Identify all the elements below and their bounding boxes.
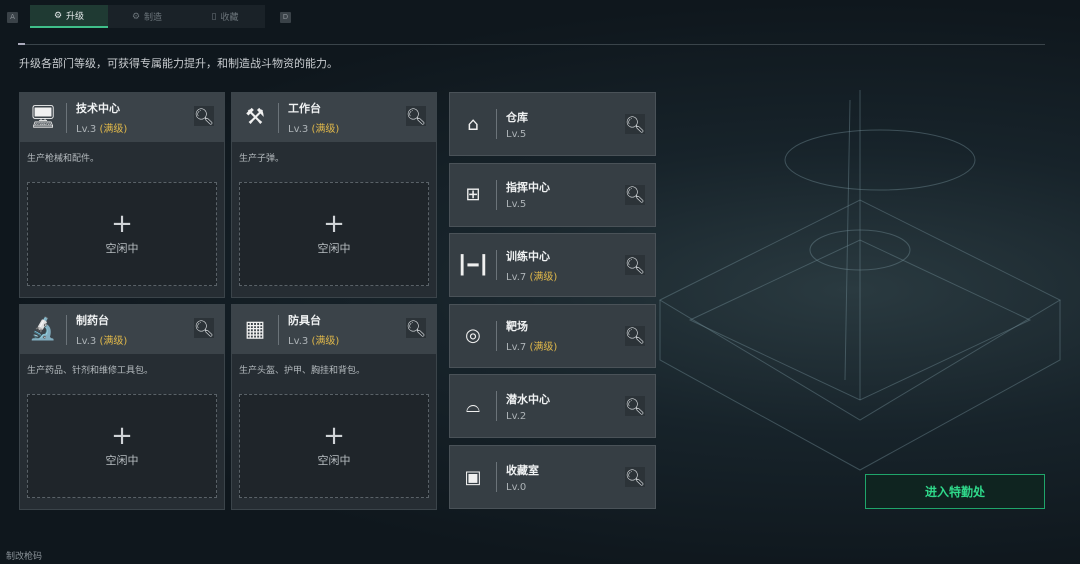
max-level-badge: (满级) — [311, 336, 340, 347]
trophy-case-icon: ▣ — [464, 466, 482, 488]
search-icon[interactable]: 🔍︎ — [624, 184, 646, 205]
facility-level: Lv.7 — [506, 271, 527, 283]
tab-bar: ⚙升级 ⚙制造 ▯收藏 — [30, 5, 265, 28]
facility-name: 指挥中心 — [506, 181, 550, 195]
microscope-icon: 🔬 — [29, 317, 57, 342]
search-icon[interactable]: 🔍︎ — [193, 318, 215, 338]
page-description: 升级各部门等级，可获得专属能力提升，和制造战斗物资的能力。 — [19, 57, 338, 70]
plus-icon: + — [323, 209, 345, 239]
separator — [278, 102, 279, 133]
facility-card[interactable]: ┃━┃ 训练中心 Lv.7 (满级) 🔍︎ — [449, 233, 656, 298]
enter-special-ops-button[interactable]: 进入特勤处 — [865, 474, 1045, 509]
facility-name: 仓库 — [506, 110, 528, 124]
gears-icon: ⚙ — [131, 11, 141, 22]
workshop-card[interactable]: 🖥 技术中心 Lv.3 (满级) 🔍︎ 生产枪械和配件。 + 空闲中 — [19, 92, 225, 298]
key-hint-a: A — [7, 12, 18, 23]
slot-status: 空闲中 — [317, 454, 351, 467]
plus-icon: + — [111, 421, 133, 451]
separator — [496, 462, 497, 492]
search-icon[interactable]: 🔍︎ — [405, 106, 427, 126]
warehouse-icon: ⌂ — [467, 113, 479, 135]
max-level-badge: (满级) — [99, 124, 128, 135]
facility-level: Lv.5 — [506, 128, 527, 140]
workshop-description: 生产子弹。 — [239, 154, 285, 164]
workshop-card[interactable]: 🔬 制药台 Lv.3 (满级) 🔍︎ 生产药品、针剂和维修工具包。 + 空闲中 — [19, 304, 225, 510]
workshop-level: Lv.3 — [288, 336, 309, 347]
dumbbell-icon: ┃━┃ — [456, 254, 490, 276]
search-icon[interactable]: 🔍︎ — [624, 255, 646, 276]
facility-name: 训练中心 — [506, 249, 550, 263]
gear-icon: ⚙ — [53, 10, 63, 21]
workshop-level: Lv.3 — [288, 124, 309, 135]
workshop-description: 生产头盔、护甲、胸挂和背包。 — [239, 366, 366, 376]
facility-card[interactable]: ◎ 靶场 Lv.7 (满级) 🔍︎ — [449, 303, 656, 368]
idle-production-slot[interactable]: + 空闲中 — [239, 182, 429, 286]
separator — [66, 102, 67, 133]
workshop-name: 制药台 — [76, 314, 109, 327]
facility-card[interactable]: ⌂ 仓库 Lv.5 🔍︎ — [449, 92, 656, 156]
max-level-badge: (满级) — [99, 336, 128, 347]
facility-level: Lv.0 — [506, 481, 527, 493]
tab-collection[interactable]: ▯收藏 — [211, 11, 239, 24]
facility-card[interactable]: ⊞ 指挥中心 Lv.5 🔍︎ — [449, 162, 656, 227]
separator — [496, 109, 497, 139]
workshop-level: Lv.3 — [76, 124, 97, 135]
facility-card[interactable]: ▣ 收藏室 Lv.0 🔍︎ — [449, 445, 656, 509]
workshop-level: Lv.3 — [76, 336, 97, 347]
workshop-name: 防具台 — [288, 314, 321, 327]
facility-name: 潜水中心 — [506, 392, 550, 406]
separator — [496, 320, 497, 351]
slot-status: 空闲中 — [105, 454, 139, 467]
diving-mask-icon: ⌓ — [465, 395, 481, 417]
tab-craft[interactable]: ⚙制造 — [131, 11, 163, 24]
facility-name: 收藏室 — [506, 463, 539, 477]
workshop-description: 生产枪械和配件。 — [27, 154, 100, 164]
slot-status: 空闲中 — [105, 242, 139, 255]
gun-code-link[interactable]: 制改枪码 — [6, 552, 43, 562]
display-case-icon: ▯ — [211, 11, 217, 22]
max-level-badge: (满级) — [529, 271, 558, 283]
search-icon[interactable]: 🔍︎ — [624, 396, 646, 417]
separator — [278, 314, 279, 345]
idle-production-slot[interactable]: + 空闲中 — [239, 394, 429, 498]
chip-icon: ⊞ — [465, 184, 481, 206]
separator — [496, 391, 497, 422]
slot-status: 空闲中 — [317, 242, 351, 255]
workshop-name: 工作台 — [288, 102, 321, 115]
facility-name: 靶场 — [506, 320, 528, 334]
plus-icon: + — [323, 421, 345, 451]
workshop-name: 技术中心 — [76, 102, 120, 115]
hammer-wrench-icon: ⚒ — [245, 105, 265, 130]
plus-icon: + — [111, 209, 133, 239]
cubes-icon: ▦ — [244, 317, 266, 342]
separator — [66, 314, 67, 345]
divider — [18, 43, 1045, 45]
max-level-badge: (满级) — [529, 342, 558, 354]
target-icon: ◎ — [465, 325, 481, 347]
facility-level: Lv.7 — [506, 342, 527, 354]
facility-level: Lv.2 — [506, 410, 527, 422]
search-icon[interactable]: 🔍︎ — [405, 318, 427, 338]
search-icon[interactable]: 🔍︎ — [624, 467, 646, 487]
separator — [496, 250, 497, 281]
search-icon[interactable]: 🔍︎ — [193, 106, 215, 126]
idle-production-slot[interactable]: + 空闲中 — [27, 182, 217, 286]
workshop-description: 生产药品、针剂和维修工具包。 — [27, 366, 154, 376]
workshop-card[interactable]: ▦ 防具台 Lv.3 (满级) 🔍︎ 生产头盔、护甲、胸挂和背包。 + 空闲中 — [231, 304, 437, 510]
tab-upgrade[interactable]: ⚙升级 — [30, 5, 108, 28]
separator — [496, 179, 497, 210]
search-icon[interactable]: 🔍︎ — [624, 114, 646, 134]
facility-card[interactable]: ⌓ 潜水中心 Lv.2 🔍︎ — [449, 374, 656, 439]
workshop-card[interactable]: ⚒ 工作台 Lv.3 (满级) 🔍︎ 生产子弹。 + 空闲中 — [231, 92, 437, 298]
search-icon[interactable]: 🔍︎ — [624, 325, 646, 346]
idle-production-slot[interactable]: + 空闲中 — [27, 394, 217, 498]
max-level-badge: (满级) — [311, 124, 340, 135]
key-hint-d: D — [280, 12, 291, 23]
monitor-icon: 🖥 — [29, 105, 57, 130]
facility-level: Lv.5 — [506, 199, 527, 211]
